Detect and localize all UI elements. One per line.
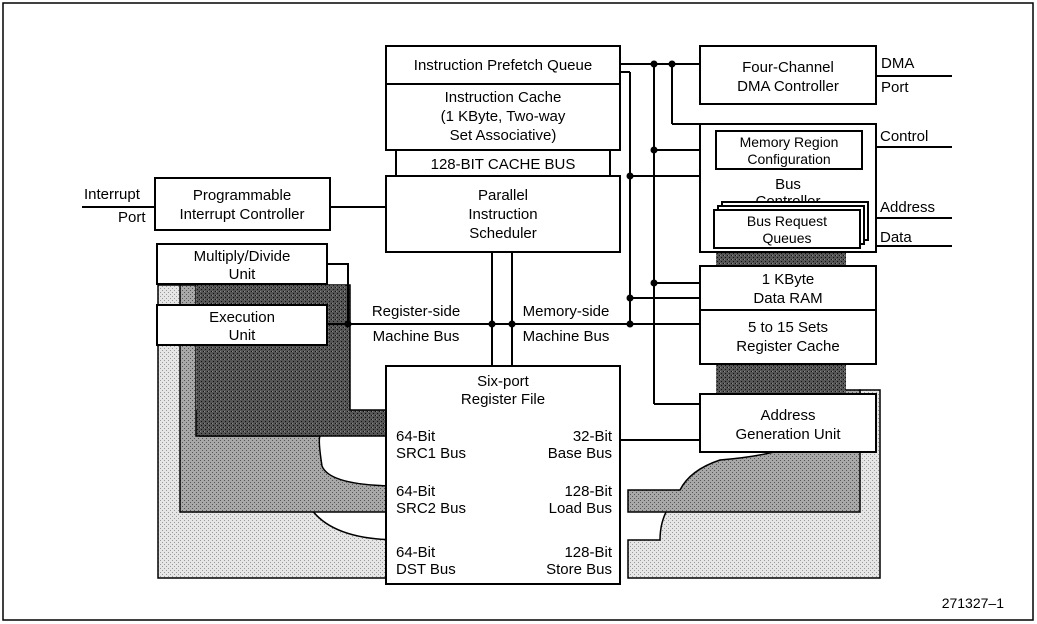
address-generation-unit: Address Generation Unit	[699, 393, 877, 453]
mem-region-line-1: Memory Region	[740, 134, 839, 150]
bus-req-line-2: Queues	[762, 230, 811, 246]
reg-side-bus-label-1: Register-side	[372, 303, 460, 320]
instruction-prefetch-queue: Instruction Prefetch Queue	[385, 45, 621, 85]
interrupt-ctrl-line-1: Programmable	[193, 187, 291, 204]
reg-cache-line-2: Register Cache	[736, 338, 839, 355]
figure-id: 271327–1	[942, 595, 1005, 611]
reg-cache-line-1: 5 to 15 Sets	[748, 319, 828, 336]
scheduler-line-2: Instruction	[468, 206, 537, 223]
execution-unit: Execution Unit	[156, 304, 328, 346]
muldiv-line-1: Multiply/Divide	[194, 248, 291, 265]
src2-bus-label-2: SRC2 Bus	[396, 500, 466, 517]
load-bus-label-2: Load Bus	[549, 500, 612, 517]
dma-port-label-1: DMA	[881, 55, 914, 72]
muldiv-line-2: Unit	[229, 266, 257, 283]
regfile-line-2: Register File	[461, 391, 545, 408]
exec-line-1: Execution	[209, 309, 275, 326]
data-port-label: Data	[880, 229, 912, 246]
src1-bus-label-2: SRC1 Bus	[396, 445, 466, 462]
agu-line-1: Address	[760, 407, 815, 424]
mem-side-bus-label-1: Memory-side	[523, 303, 610, 320]
cache-bus: 128-BIT CACHE BUS	[395, 149, 611, 177]
register-cache: 5 to 15 Sets Register Cache	[699, 309, 877, 365]
right-bus-column	[716, 364, 846, 394]
src2-bus-label-1: 64-Bit	[396, 483, 436, 500]
dst-bus-label-2: DST Bus	[396, 561, 456, 578]
instruction-cache: Instruction Cache (1 KByte, Two-way Set …	[385, 83, 621, 151]
mem-region-line-2: Configuration	[747, 151, 830, 167]
prefetch-label: Instruction Prefetch Queue	[414, 57, 592, 74]
reg-side-bus-label-2: Machine Bus	[373, 328, 460, 345]
icache-line-3: Set Associative)	[450, 127, 557, 144]
icache-line-1: Instruction Cache	[445, 89, 562, 106]
multiply-divide-unit: Multiply/Divide Unit	[156, 243, 328, 285]
data-ram: 1 KByte Data RAM	[699, 265, 877, 311]
interrupt-port-label-2: Port	[118, 209, 146, 226]
mem-side-bus-label-2: Machine Bus	[523, 328, 610, 345]
parallel-instruction-scheduler: Parallel Instruction Scheduler	[385, 175, 621, 253]
bus-req-line-1: Bus Request	[747, 213, 827, 229]
src1-bus-label-1: 64-Bit	[396, 428, 436, 445]
data-ram-line-1: 1 KByte	[762, 271, 815, 288]
scheduler-line-3: Scheduler	[469, 225, 537, 242]
src1-bus-inner	[196, 285, 346, 410]
interrupt-ctrl-line-2: Interrupt Controller	[179, 206, 304, 223]
control-port-label: Control	[880, 128, 928, 145]
base-bus-label-2: Base Bus	[548, 445, 612, 462]
address-port-label: Address	[880, 199, 935, 216]
dma-ctrl-line-2: DMA Controller	[737, 78, 839, 95]
icache-line-2: (1 KByte, Two-way	[441, 108, 566, 125]
regfile-line-1: Six-port	[477, 373, 530, 390]
bus-ctrl-line-1: Bus	[775, 176, 801, 193]
load-bus-label-1: 128-Bit	[564, 483, 612, 500]
programmable-interrupt-controller: Programmable Interrupt Controller	[154, 177, 331, 231]
agu-line-2: Generation Unit	[735, 426, 841, 443]
six-port-register-file: Six-port Register File	[385, 365, 621, 585]
exec-line-2: Unit	[229, 327, 257, 344]
interrupt-port-label-1: Interrupt	[84, 186, 141, 203]
store-bus-label-2: Store Bus	[546, 561, 612, 578]
dma-port-label-2: Port	[881, 79, 909, 96]
four-channel-dma-controller: Four-Channel DMA Controller	[699, 45, 877, 105]
memory-region-configuration: Memory Region Configuration	[715, 130, 863, 170]
data-ram-line-2: Data RAM	[753, 290, 822, 307]
bus-request-queues: Bus Request Queues	[713, 201, 869, 249]
cachebus-label: 128-BIT CACHE BUS	[431, 156, 576, 173]
base-bus-label-1: 32-Bit	[573, 428, 613, 445]
scheduler-line-1: Parallel	[478, 187, 528, 204]
store-bus-label-1: 128-Bit	[564, 544, 612, 561]
dma-ctrl-line-1: Four-Channel	[742, 59, 834, 76]
dst-bus-label-1: 64-Bit	[396, 544, 436, 561]
